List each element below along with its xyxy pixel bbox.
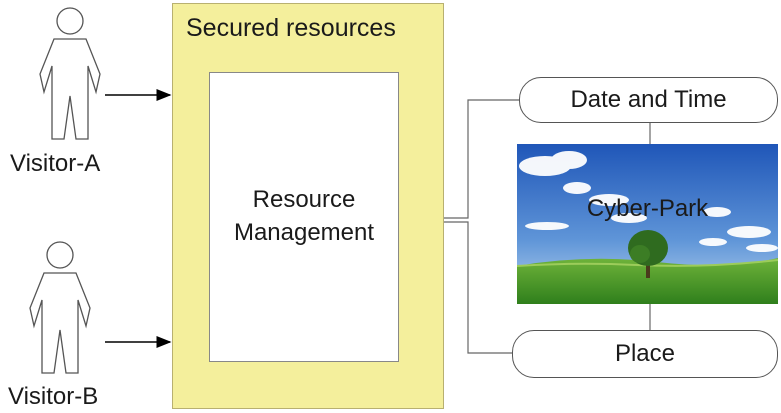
resource-management-line1: Resource — [252, 186, 356, 213]
date-and-time-node: Date and Time — [519, 77, 778, 123]
place-node: Place — [512, 330, 778, 378]
resource-management-line2: Management — [233, 219, 375, 246]
date-and-time-label: Date and Time — [570, 86, 727, 113]
secured-resources-title: Secured resources — [186, 14, 396, 42]
visitor-b-label: Visitor-B — [8, 383, 99, 410]
resource-management-box — [209, 72, 399, 362]
resource-management-label: Resource Management — [209, 183, 399, 249]
cyber-park-image — [517, 144, 778, 304]
cyber-park-label: Cyber-Park — [586, 195, 709, 222]
place-label: Place — [614, 340, 676, 367]
visitor-a-icon — [39, 7, 101, 140]
landscape-picture — [517, 144, 778, 304]
visitor-a-label: Visitor-A — [10, 150, 101, 177]
visitor-b-icon — [29, 241, 91, 374]
